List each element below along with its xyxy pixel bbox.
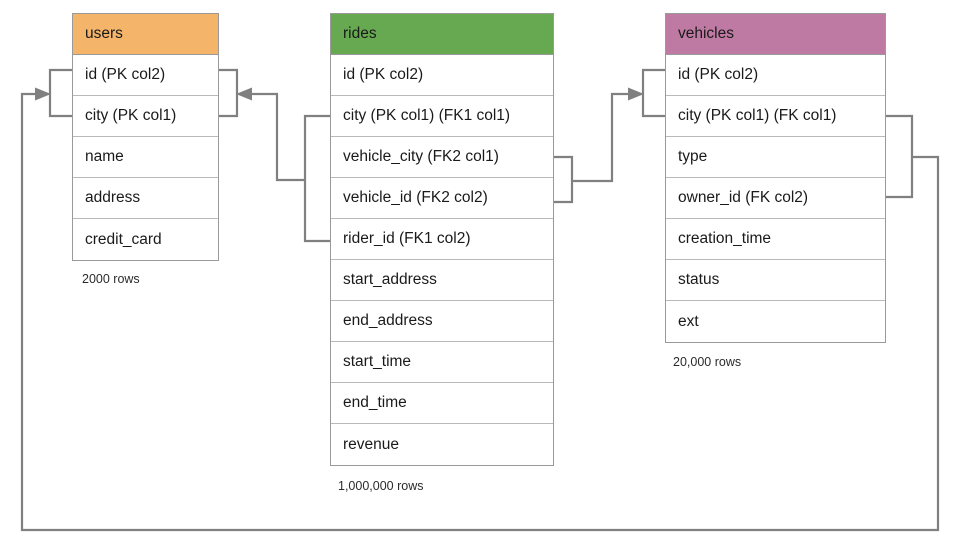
field-row[interactable]: owner_id (FK col2) [666,178,885,219]
field-label: id (PK col2) [678,66,759,83]
row-count-vehicles: 20,000 rows [673,355,742,369]
entity-header-rides: rides [331,14,553,55]
edge-bracket-vehicles-left [641,68,665,118]
field-row[interactable]: id (PK col2) [666,55,885,96]
entity-vehicles[interactable]: vehicles id (PK col2) city (PK col1) (FK… [665,13,886,343]
field-label: city (PK col1) [85,107,177,124]
entity-header-vehicles: vehicles [666,14,885,55]
field-label: vehicle_city (FK2 col1) [343,148,499,165]
field-row[interactable]: address [73,178,218,219]
field-label: vehicle_id (FK2 col2) [343,189,488,206]
field-label: city (PK col1) (FK col1) [678,107,837,124]
field-row[interactable]: revenue [331,424,553,465]
field-row[interactable]: id (PK col2) [331,55,553,96]
arrowhead-into-users-right [236,87,252,101]
field-row[interactable]: start_time [331,342,553,383]
field-label: id (PK col2) [343,66,424,83]
field-label: creation_time [678,230,772,247]
edge-path-rides-vehicle-to-vehicles [572,92,631,183]
edge-path-rides-rider-to-users [249,92,305,182]
field-row[interactable]: city (PK col1) (FK1 col1) [331,96,553,137]
field-label: ext [678,312,699,330]
field-label: rider_id (FK1 col2) [343,230,471,247]
field-label: end_time [343,394,407,411]
field-row[interactable]: city (PK col1) (FK col1) [666,96,885,137]
edge-bracket-vehicles-right [886,114,914,199]
field-row[interactable]: rider_id (FK1 col2) [331,219,553,260]
entity-title-vehicles: vehicles [678,25,734,42]
field-row[interactable]: id (PK col2) [73,55,218,96]
field-row[interactable]: credit_card [73,219,218,260]
field-label: type [678,148,708,165]
field-row[interactable]: start_address [331,260,553,301]
field-row[interactable]: city (PK col1) [73,96,218,137]
entity-rides[interactable]: rides id (PK col2) city (PK col1) (FK1 c… [330,13,554,466]
field-row[interactable]: creation_time [666,219,885,260]
field-row[interactable]: name [73,137,218,178]
field-row[interactable]: type [666,137,885,178]
field-row[interactable]: vehicle_id (FK2 col2) [331,178,553,219]
row-count-users: 2000 rows [82,272,140,286]
edge-bracket-users-right [219,68,239,118]
field-label: address [85,189,141,206]
arrowhead-into-vehicles-left [628,87,644,101]
field-label: end_address [343,312,433,329]
field-label: credit_card [85,230,162,248]
entity-users[interactable]: users id (PK col2) city (PK col1) name a… [72,13,219,261]
field-label: owner_id (FK col2) [678,189,809,206]
field-label: start_address [343,271,437,288]
field-label: id (PK col2) [85,66,166,83]
entity-title-users: users [85,25,123,42]
entity-header-users: users [73,14,218,55]
field-row[interactable]: status [666,260,885,301]
field-label: revenue [343,435,400,453]
edge-bracket-rides-left [303,114,330,243]
edge-bracket-rides-right [554,155,574,204]
field-row[interactable]: end_address [331,301,553,342]
field-row[interactable]: end_time [331,383,553,424]
row-count-rides: 1,000,000 rows [338,479,424,493]
field-label: status [678,271,720,288]
entity-title-rides: rides [343,25,377,42]
edge-bracket-users-left [48,68,72,118]
arrowhead-into-users-left [35,87,51,101]
field-label: city (PK col1) (FK1 col1) [343,107,511,124]
field-row[interactable]: ext [666,301,885,342]
field-label: name [85,148,124,165]
field-label: start_time [343,353,412,370]
field-row[interactable]: vehicle_city (FK2 col1) [331,137,553,178]
